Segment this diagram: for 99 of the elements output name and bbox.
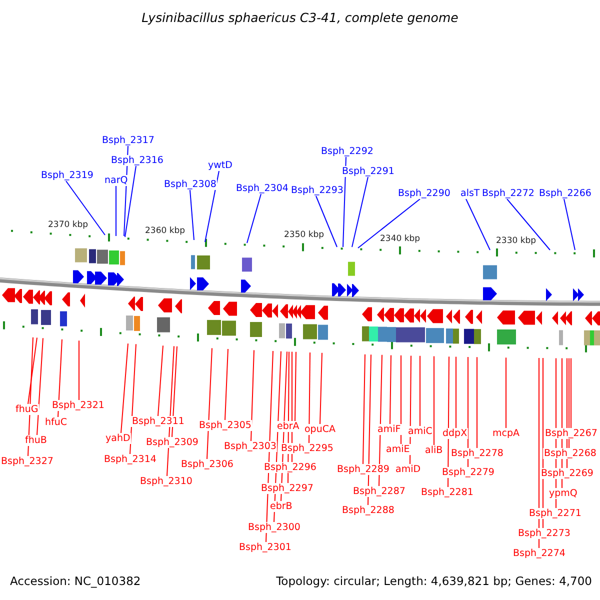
scale-label: 2330 kbp <box>496 236 536 246</box>
gene-label: aliB <box>424 444 444 456</box>
gene-label: Bsph_2310 <box>139 476 194 486</box>
leader-line <box>250 350 254 442</box>
leader-line <box>466 198 490 250</box>
gene-label: Bsph_2297 <box>260 482 314 494</box>
leader-line <box>78 340 80 400</box>
leader-line <box>246 194 262 244</box>
leader-line <box>316 196 338 248</box>
leader-line <box>368 354 372 506</box>
leader-line <box>130 344 136 454</box>
leader-line <box>362 354 366 464</box>
gene-label: Bsph_2293 <box>290 184 344 196</box>
gene-label: Bsph_2305 <box>198 420 252 430</box>
gene-label: Bsph_2266 <box>538 188 592 198</box>
gene-label: hfuC <box>44 416 68 428</box>
gene-label: Bsph_2289 <box>336 464 390 474</box>
leader-line <box>542 358 544 528</box>
gene-label: Bsph_2303 <box>223 440 278 452</box>
gene-label: Bsph_2273 <box>517 528 572 538</box>
gene-label: Bsph_2296 <box>263 462 318 472</box>
gene-label: Bsph_2308 <box>163 178 218 190</box>
leader-line <box>224 348 228 420</box>
gene-label: amiD <box>394 464 422 474</box>
leader-line <box>172 346 178 438</box>
gene-label: Bsph_2311 <box>131 416 186 426</box>
leader-line <box>204 170 220 242</box>
scale-label: 2370 kbp <box>48 220 88 230</box>
leader-line <box>66 180 106 236</box>
gene-label: narQ <box>104 174 129 186</box>
gene-label: Bsph_2317 <box>101 134 156 146</box>
gene-label: Bsph_2309 <box>145 436 200 448</box>
leader-line <box>476 356 478 448</box>
gene-label: ywtD <box>207 160 234 170</box>
leader-line <box>58 338 62 418</box>
gene-label: Bsph_2267 <box>544 428 598 438</box>
gene-label: Bsph_2292 <box>320 146 374 156</box>
leader-line <box>28 336 34 456</box>
gene-label: ebrA <box>276 420 300 432</box>
gene-label: fhuG <box>14 404 40 414</box>
gene-label: Bsph_2291 <box>341 166 396 176</box>
gene-label: Bsph_2287 <box>352 486 406 496</box>
genome-stats-text: Topology: circular; Length: 4,639,821 bp; Genes: 4,700 <box>276 574 592 588</box>
gene-label: Bsph_2321 <box>51 400 106 410</box>
map-title: Lysinibacillus sphaericus C3-41, complete genome <box>140 10 460 25</box>
gene-label: Bsph_2272 <box>481 188 536 198</box>
gene-label: Bsph_2306 <box>180 458 234 470</box>
gene-label: amiE <box>385 444 411 454</box>
leader-line <box>124 166 136 238</box>
gene-label: amiF <box>376 424 402 434</box>
gene-label: ebrB <box>269 500 294 512</box>
gene-label: Bsph_2281 <box>420 486 474 498</box>
gene-label: Bsph_2274 <box>512 548 566 558</box>
gene-label: yahD <box>104 432 132 444</box>
gene-label: fhuB <box>24 434 48 446</box>
gene-label: Bsph_2269 <box>540 468 594 478</box>
gene-label: Bsph_2271 <box>528 508 582 518</box>
leader-line <box>390 354 392 424</box>
leader-line <box>206 348 212 460</box>
scale-label: 2360 kbp <box>145 226 186 236</box>
gene-label: Bsph_2316 <box>110 154 164 166</box>
leader-line <box>352 176 368 248</box>
leader-line <box>294 351 296 422</box>
leader-line <box>506 198 550 250</box>
gene-label: Bsph_2304 <box>235 182 290 194</box>
leader-line <box>158 345 164 416</box>
gene-label: Bsph_2314 <box>103 454 158 464</box>
gene-label: Bsph_2288 <box>341 504 396 516</box>
leader-line <box>36 338 44 436</box>
leader-line <box>342 156 346 248</box>
leader-line <box>308 352 310 444</box>
leader-line <box>570 358 572 428</box>
gene-label: Bsph_2301 <box>238 542 292 552</box>
accession-text: Accession: NC_010382 <box>10 574 141 588</box>
leader-line <box>538 358 540 548</box>
scale-label: 2350 kbp <box>284 230 324 240</box>
gene-label: Bsph_2300 <box>247 522 302 532</box>
leader-line <box>568 358 570 448</box>
leader-line <box>120 343 128 434</box>
gene-label: Bsph_2327 <box>0 456 54 466</box>
scale-label: 2340 kbp <box>380 234 420 244</box>
leader-line <box>564 198 576 250</box>
gene-label: Bsph_2295 <box>280 442 334 454</box>
gene-label: Bsph_2279 <box>441 466 496 478</box>
leader-line <box>28 337 38 404</box>
gene-label: Bsph_2319 <box>40 170 94 180</box>
leader-line <box>400 354 402 444</box>
gene-label: opuCA <box>304 424 336 434</box>
leader-line <box>320 352 322 424</box>
gene-label: Bsph_2268 <box>543 448 598 458</box>
leader-line <box>190 190 194 240</box>
gene-label: ddpX <box>442 428 468 438</box>
gene-label: Bsph_2278 <box>450 448 504 458</box>
gene-label: alsT <box>460 188 481 198</box>
gene-label: Bsph_2290 <box>397 188 452 198</box>
leader-line <box>358 198 420 248</box>
gene-label: amiC <box>407 426 434 436</box>
gene-label: ypmQ <box>548 488 578 498</box>
gene-label: mcpA <box>492 428 521 438</box>
